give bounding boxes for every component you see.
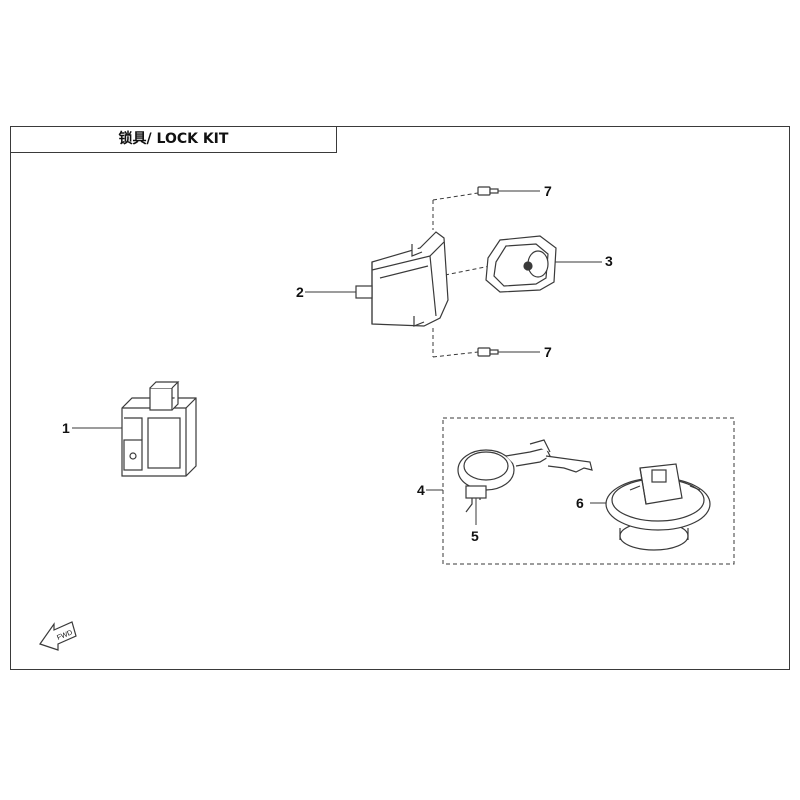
fwd-arrow-icon: FWD <box>39 621 77 651</box>
ignition-switch-icon <box>121 381 197 477</box>
screw-icon <box>477 347 499 357</box>
callout-7-bottom: 7 <box>544 344 552 360</box>
kit-group-box <box>442 417 735 565</box>
callout-2: 2 <box>296 284 304 300</box>
lock-body-icon <box>355 231 449 327</box>
lock-cover-icon <box>485 235 557 293</box>
callout-3: 3 <box>605 253 613 269</box>
title-box <box>10 126 337 153</box>
callout-1: 1 <box>62 420 70 436</box>
key-icon <box>457 439 593 513</box>
assembly-line-screw-top <box>432 192 479 201</box>
callout-5: 5 <box>471 528 479 544</box>
callout-7-top: 7 <box>544 183 552 199</box>
page-title: 锁具/ LOCK KIT <box>118 131 229 147</box>
assembly-line-screw-bottom <box>432 351 479 358</box>
drawing-frame <box>10 126 790 670</box>
fuel-cap-icon <box>605 463 711 551</box>
screw-icon <box>477 186 499 196</box>
callout-4: 4 <box>417 482 425 498</box>
callout-6: 6 <box>576 495 584 511</box>
